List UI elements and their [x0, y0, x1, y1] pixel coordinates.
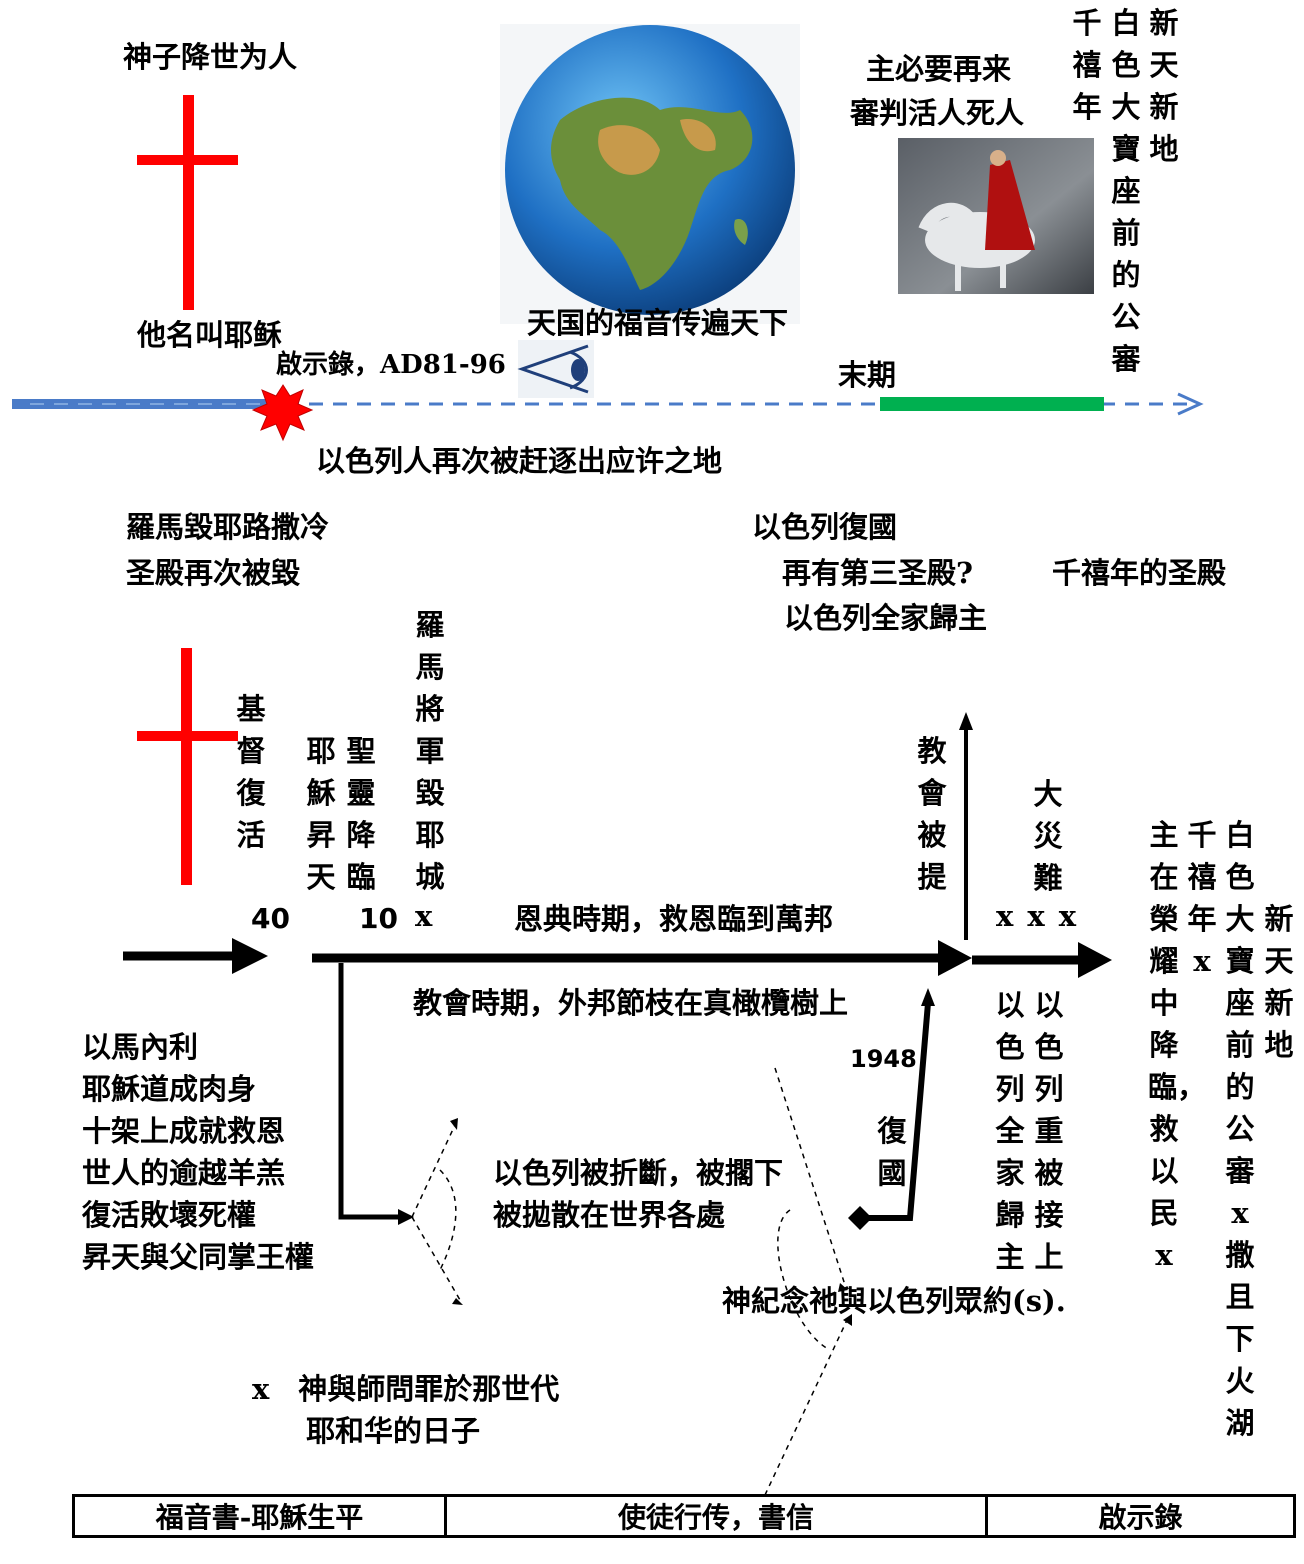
immanuel-item: 十架上成就救恩: [82, 1114, 286, 1148]
immanuel-item: 世人的逾越羊羔: [82, 1156, 286, 1190]
immanuel-item: 耶穌道成肉身: [82, 1072, 257, 1106]
rider-painting-image: [898, 138, 1094, 294]
second-coming-label: 主必要再来: [866, 52, 1012, 86]
years-40-label: 40: [251, 902, 290, 935]
restore-nation-label: 復國: [877, 1114, 907, 1190]
judgment-label: x 神與師問罪於那世代: [252, 1372, 560, 1406]
main-arrows: [123, 712, 1112, 1230]
new-heaven-column-label: 新天新地: [1264, 902, 1294, 1062]
lord-descends-label: 主在榮耀中降臨，救以民x: [1148, 818, 1207, 1272]
immanuel-item: 以馬內利: [82, 1030, 199, 1064]
revelation-date-label: 啟示錄，AD81-96: [276, 350, 506, 380]
all-israel-return-label: 以色列全家歸主: [784, 601, 988, 635]
christ-resurrection-label: 基督復活: [236, 692, 266, 852]
x-mark-label: x: [415, 899, 433, 933]
globe-image: [500, 24, 800, 324]
table-cell-gospels: 福音書-耶穌生平: [75, 1497, 447, 1535]
israel-scattered-label: 被拋散在世界各處: [493, 1198, 726, 1232]
end-period-label: 末期: [838, 358, 897, 392]
top-timeline: [12, 392, 1204, 416]
white-throne-column-label: 白色大寶座前的公審x撒且下火湖: [1225, 818, 1255, 1440]
spirit-descends-label: 聖靈降臨: [346, 734, 376, 894]
white-throne-top-label: 白色大寶座前的公審: [1111, 6, 1141, 376]
years-10-label: 10: [359, 902, 398, 935]
temple-destroyed-label: 圣殿再次被毀: [126, 556, 301, 590]
burst-icon: [251, 384, 314, 442]
covenant-label: 神紀念祂與以色列眾約(s).: [722, 1284, 1066, 1318]
great-tribulation-label: 大災難: [1033, 777, 1063, 895]
exile-again-label: 以色列人再次被赶逐出应许之地: [316, 444, 723, 478]
millennium-column-label: 千禧年 x: [1187, 818, 1227, 978]
immanuel-item: 復活敗壞死權: [82, 1198, 257, 1232]
gospel-spread-label: 天国的福音传遍天下: [527, 306, 789, 340]
cross-middle-icon: [137, 648, 238, 885]
israel-all-return-label: 以色列全家歸主: [995, 988, 1025, 1274]
israel-grafted-back-label: 以色列重被接上: [1034, 988, 1064, 1274]
third-temple-label: 再有第三圣殿?: [782, 556, 973, 590]
tribulation-x-marks: x x x: [996, 899, 1077, 933]
dashed-branches: [411, 1067, 849, 1496]
grace-period-label: 恩典時期，救恩臨到萬邦: [514, 902, 834, 936]
rome-destroys-label: 羅馬毀耶路撒冷: [126, 510, 330, 544]
his-name-label: 他名叫耶稣: [137, 318, 283, 352]
period-table: 福音書-耶穌生平 使徒行传，書信 啟示錄: [72, 1494, 1296, 1538]
church-period-label: 教會時期，外邦節枝在真橄欖樹上: [413, 986, 849, 1020]
ascension-label: 耶穌昇天: [306, 734, 336, 894]
year-1948-label: 1948: [850, 1045, 917, 1073]
new-heaven-top-label: 新天新地: [1149, 6, 1179, 166]
millennium-top-label: 千禧年: [1072, 6, 1102, 124]
eye-icon: [517, 340, 594, 398]
judge-living-dead-label: 審判活人死人: [850, 96, 1025, 130]
day-of-lord-label: 耶和华的日子: [306, 1414, 481, 1448]
table-cell-acts-epistles: 使徒行传，書信: [447, 1497, 988, 1535]
table-cell-revelation: 啟示錄: [1098, 1501, 1183, 1534]
millennium-temple-label: 千禧年的圣殿: [1052, 556, 1227, 590]
israel-broken-label: 以色列被折斷，被擱下: [493, 1156, 784, 1190]
end-period-bar: [880, 397, 1104, 411]
roman-general-label: 羅馬將軍毀耶城: [415, 608, 445, 894]
church-raptured-label: 教會被提: [917, 734, 947, 894]
immanuel-item: 昇天與父同掌王權: [82, 1240, 315, 1274]
incarnation-label: 神子降世为人: [123, 40, 298, 74]
cross-top-icon: [137, 95, 238, 310]
israel-restored-label: 以色列復國: [752, 510, 898, 544]
